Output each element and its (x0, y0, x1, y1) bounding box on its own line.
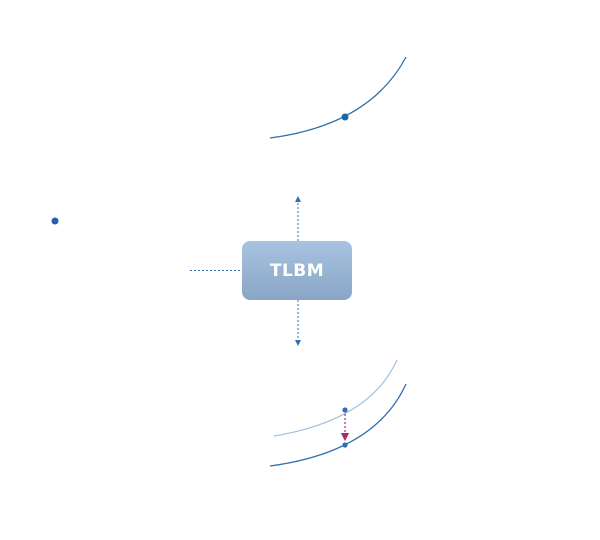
bottom-original-point (342, 407, 348, 413)
bottom-curve-original (273, 359, 398, 437)
tlbm-label: TLBM (269, 260, 325, 281)
top-curve (269, 56, 407, 139)
left-point (51, 217, 59, 225)
top-curve-point (341, 113, 349, 121)
bottom-shifted-point (342, 442, 348, 448)
tlbm-model-box: TLBM (242, 241, 352, 300)
bottom-curve-shifted (269, 383, 407, 467)
